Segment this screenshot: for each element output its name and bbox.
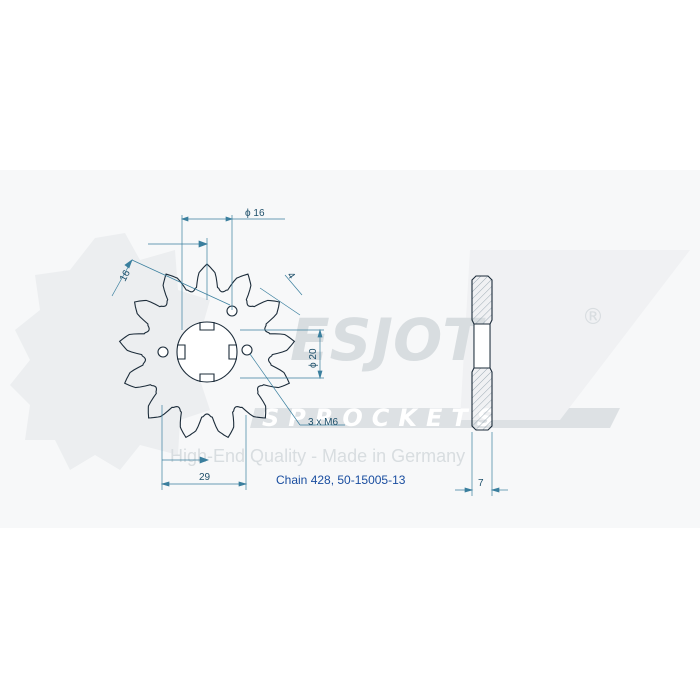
dim-tooth-4: 4 [285, 270, 297, 281]
dim-29: 29 [199, 472, 211, 483]
watermark-subtitle: SPROCKETS [262, 404, 503, 432]
mounting-hole-right [241, 344, 253, 356]
watermark-slash [460, 250, 690, 420]
dim-mounting-holes: 3 x M6 [308, 417, 338, 428]
dim-bore-diameter: ϕ 16 [245, 208, 265, 219]
dimension-labels: ϕ 16 16 4 ϕ 20 3 x M6 29 [118, 208, 339, 483]
watermark: ESJOT ® SPROCKETS High-End Quality - Mad… [10, 233, 690, 470]
mounting-hole-left [157, 346, 169, 358]
watermark-brand: ESJOT [290, 306, 486, 374]
dim-thickness: 7 [478, 478, 484, 489]
side-bore-section [473, 323, 491, 369]
sprocket-outline [118, 263, 296, 439]
sprocket-front-view [118, 263, 296, 439]
spline-notches [177, 322, 237, 382]
dim-inner-diameter: ϕ 20 [308, 348, 319, 368]
hub-bore [176, 321, 238, 383]
dim-offset-16: 16 [118, 268, 133, 283]
sprocket-side-view: 7 [455, 275, 508, 496]
watermark-tagline: High-End Quality - Made in Germany [170, 446, 465, 466]
part-caption: Chain 428, 50-15005-13 [276, 473, 406, 487]
watermark-gear-icon [10, 233, 225, 470]
dimension-lines [111, 215, 345, 490]
watermark-registered: ® [582, 305, 604, 330]
